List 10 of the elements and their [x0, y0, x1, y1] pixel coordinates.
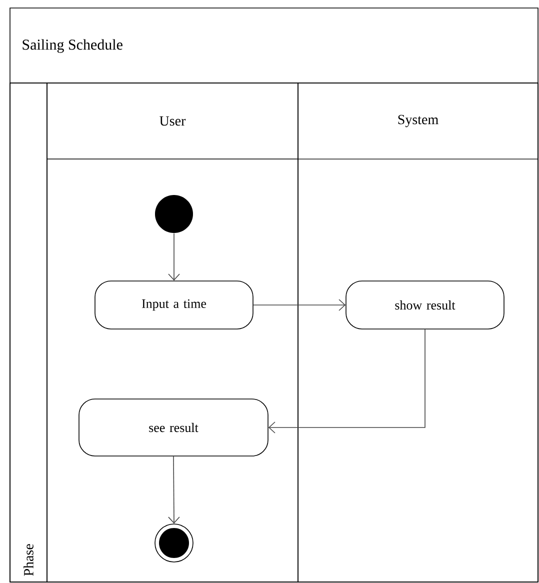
arrow: [268, 329, 426, 434]
arrow: [253, 299, 346, 311]
arrow: [168, 233, 180, 281]
arrow: [168, 456, 180, 524]
phase-band: Phase: [10, 82, 48, 582]
action-box: see result: [78, 398, 268, 456]
final-node: [154, 524, 194, 562]
action-box: Input a time: [94, 280, 254, 330]
initial-node: [155, 195, 193, 233]
action-box: show result: [346, 280, 504, 330]
